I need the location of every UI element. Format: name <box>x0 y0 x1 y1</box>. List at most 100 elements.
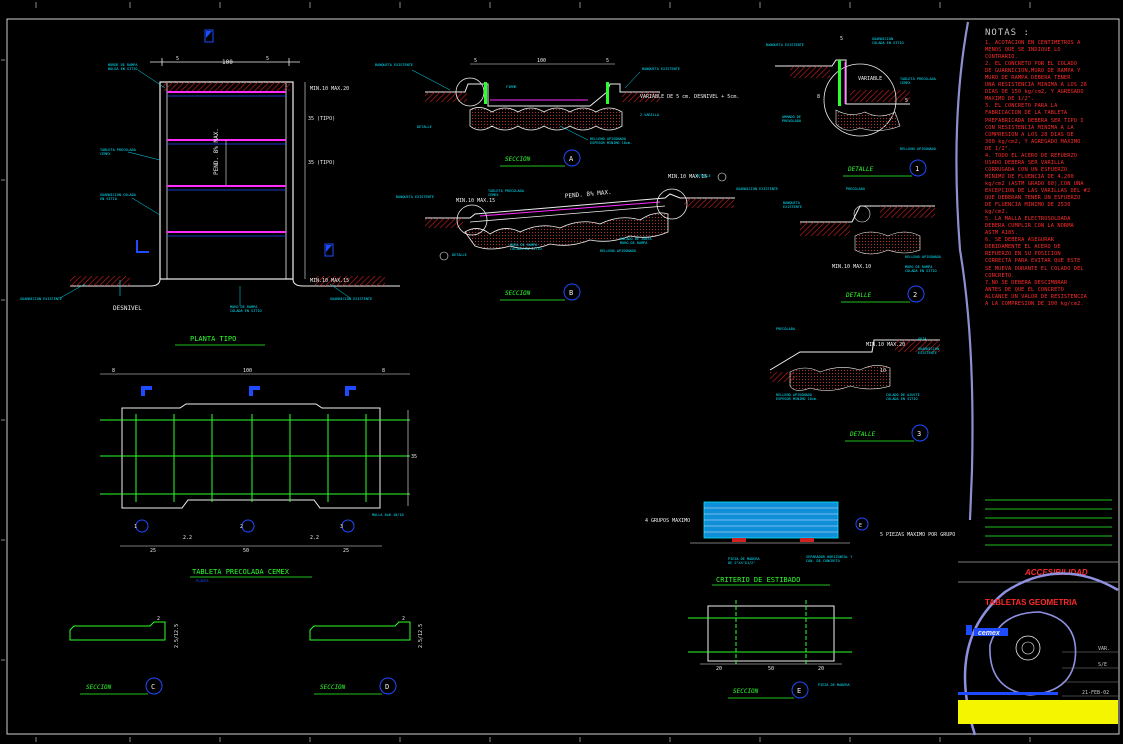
dim-22-a: 2.2 <box>183 535 192 541</box>
dim-25-b: 25 <box>343 548 349 554</box>
notes-line: DIAS DE 150 kg/cm2, Y AGREGADO <box>985 89 1084 96</box>
detalle-2: MIN.10 MAX.10 PRECOLADA BANQUETAEXISTENT… <box>783 187 941 303</box>
dim-5-left: 5 <box>176 56 179 62</box>
notes-line: SE MUEVA DURANTE EL COLADO DEL <box>985 265 1084 272</box>
detail-1-marker <box>909 159 927 177</box>
seccion-a: 100 5 5 VARIABLE DE 5 cm. DESNIVEL + 5cm… <box>375 58 739 167</box>
criterio-estibado: 4 GRUPOS MAXIMO 5 PIEZAS MAXIMO POR GRUP… <box>645 501 955 699</box>
notes-line: DE FLUENCIA MINIMO DE 2530 <box>985 202 1071 209</box>
hatch <box>895 340 940 352</box>
detail-3-title: DETALLE <box>849 431 876 438</box>
min-max-d2: MIN.10 MAX.10 <box>832 264 871 270</box>
cemex-logo-text: cemex <box>978 630 1001 637</box>
svg-text:BANQUETA EXISTENTE: BANQUETA EXISTENTE <box>375 63 413 67</box>
detail-3-number: 3 <box>917 430 921 438</box>
hatch-right <box>622 92 660 102</box>
rebar-b <box>479 201 661 217</box>
notes-line: FABRICACION DE LA TABLETA <box>985 110 1068 117</box>
title-strip-blue <box>958 692 1058 695</box>
notes-line: MENOS QUE SE INDIQUE LO <box>985 47 1061 54</box>
ramp-outline <box>159 81 294 280</box>
svg-text:MURO DE RAMPA: MURO DE RAMPA <box>905 265 933 269</box>
svg-text:MURO DE RAMPA: MURO DE RAMPA <box>510 243 538 247</box>
notes-line: DE GUARNICION,MURO DE RAMPA Y <box>985 68 1081 75</box>
svg-text:PIEZA DE MADERA: PIEZA DE MADERA <box>728 557 761 561</box>
section-e-marker <box>791 681 809 699</box>
svg-text:CEMEX: CEMEX <box>100 152 111 156</box>
svg-text:TABLETA PRECOLADA: TABLETA PRECOLADA <box>488 189 525 193</box>
tablet-joints <box>167 91 286 233</box>
tipo-1: 35 (TIPO) <box>308 116 335 122</box>
dim-8-tab-r: 8 <box>382 368 385 374</box>
dim-10-d3: 10 <box>880 368 886 374</box>
hatch-left <box>425 218 463 228</box>
notes-title: NOTAS : <box>985 28 1030 38</box>
tablet-edges <box>167 95 286 237</box>
green-wall <box>838 60 841 106</box>
dim-35-tab: 35 <box>411 454 417 460</box>
svg-text:EXISTENTE: EXISTENTE <box>918 351 937 355</box>
hatch <box>790 66 830 78</box>
notes-line: DEBERA CUMPLIR CON LA NORMA <box>985 223 1074 230</box>
detail-1-number: 1 <box>915 165 919 173</box>
section-a-title: SECCION <box>505 156 531 163</box>
detail-2-circle <box>853 205 871 223</box>
notes-line: DE 1/2". <box>985 145 1012 152</box>
title-block-fields <box>1062 651 1118 697</box>
hatch-right <box>684 198 734 208</box>
svg-text:RELLENO APISONADO: RELLENO APISONADO <box>590 137 626 141</box>
leaders-a <box>411 69 641 141</box>
dim-d-vert: 2.5/12.5 <box>418 624 424 648</box>
notes-line: UNA RESISTENCIA MINIMA A LOS 28 <box>985 82 1087 89</box>
section-b-letter: B <box>569 289 573 297</box>
notes-line: MINIMO DE FLUENCIA DE 4,200 <box>985 173 1074 180</box>
border-ticks <box>1 2 1031 742</box>
variable-desnivel: VARIABLE DE 5 cm. DESNIVEL + 5cm. <box>640 94 739 100</box>
notes-line: 5. LA MALLA ELECTROSOLDADA <box>985 216 1071 223</box>
skid-right <box>800 538 814 542</box>
dim-20-a: 20 <box>716 666 722 672</box>
tab-num-1: 1 <box>134 524 137 530</box>
svg-text:COLADA EN SITIO: COLADA EN SITIO <box>886 397 918 401</box>
svg-text:ARMADO DE: ARMADO DE <box>782 115 801 119</box>
notes-line: CONCRETO. <box>985 272 1015 279</box>
notes-line: QUE DEBERAN TENER UN ESFUERZO <box>985 195 1081 202</box>
dim-100-tab: 100 <box>243 368 252 374</box>
section-e-box <box>707 605 835 662</box>
dim-8-tab-l: 8 <box>112 368 115 374</box>
field-sheet: S/E <box>1098 662 1107 668</box>
notes-line: EXCEPCION DE LAS VARILLAS DEL #2 <box>985 187 1091 194</box>
notes-line: 7.NO SE DEBERA DESCIMBRAR <box>985 279 1068 286</box>
hatch <box>880 206 935 218</box>
section-b-profile <box>425 193 735 219</box>
title-block-rows <box>985 499 1112 546</box>
grupos-label: 4 GRUPOS MAXIMO <box>645 518 690 524</box>
svg-text:EN SITIO: EN SITIO <box>100 197 117 201</box>
field-scale: VAR. <box>1098 646 1110 652</box>
svg-text:RELLENO APISONADO: RELLENO APISONADO <box>600 249 636 253</box>
marker-a-flag <box>326 245 332 252</box>
seccion-b: PEND. 8% MAX. MIN.10 MAX.15 MIN.10 MAX.1… <box>396 172 778 301</box>
svg-text:COLADO DE AJUSTE: COLADO DE AJUSTE <box>886 393 920 397</box>
title-block-arc-2 <box>989 611 1077 696</box>
section-d-title: SECCION <box>320 684 346 691</box>
notes-line: 2. EL CONCRETO POR EL COLADO <box>985 61 1078 68</box>
svg-text:COLADA EN SITIO: COLADA EN SITIO <box>510 247 542 251</box>
section-b-title: SECCION <box>505 290 531 297</box>
dim-50: 50 <box>243 548 249 554</box>
section-a-profile <box>425 83 660 107</box>
svg-text:BANQUETA: BANQUETA <box>783 201 801 205</box>
pend-b: PEND. 8% MAX. <box>565 189 612 200</box>
svg-text:MURO DE RAMPA: MURO DE RAMPA <box>620 241 648 245</box>
section-d-letter: D <box>385 683 389 691</box>
tableta-precolada: 100 8 8 35 1 2 3 <box>100 368 417 583</box>
notes-line: REFUERZO EN SU POSICION <box>985 251 1061 258</box>
dim-8-d1: 8 <box>817 94 820 100</box>
